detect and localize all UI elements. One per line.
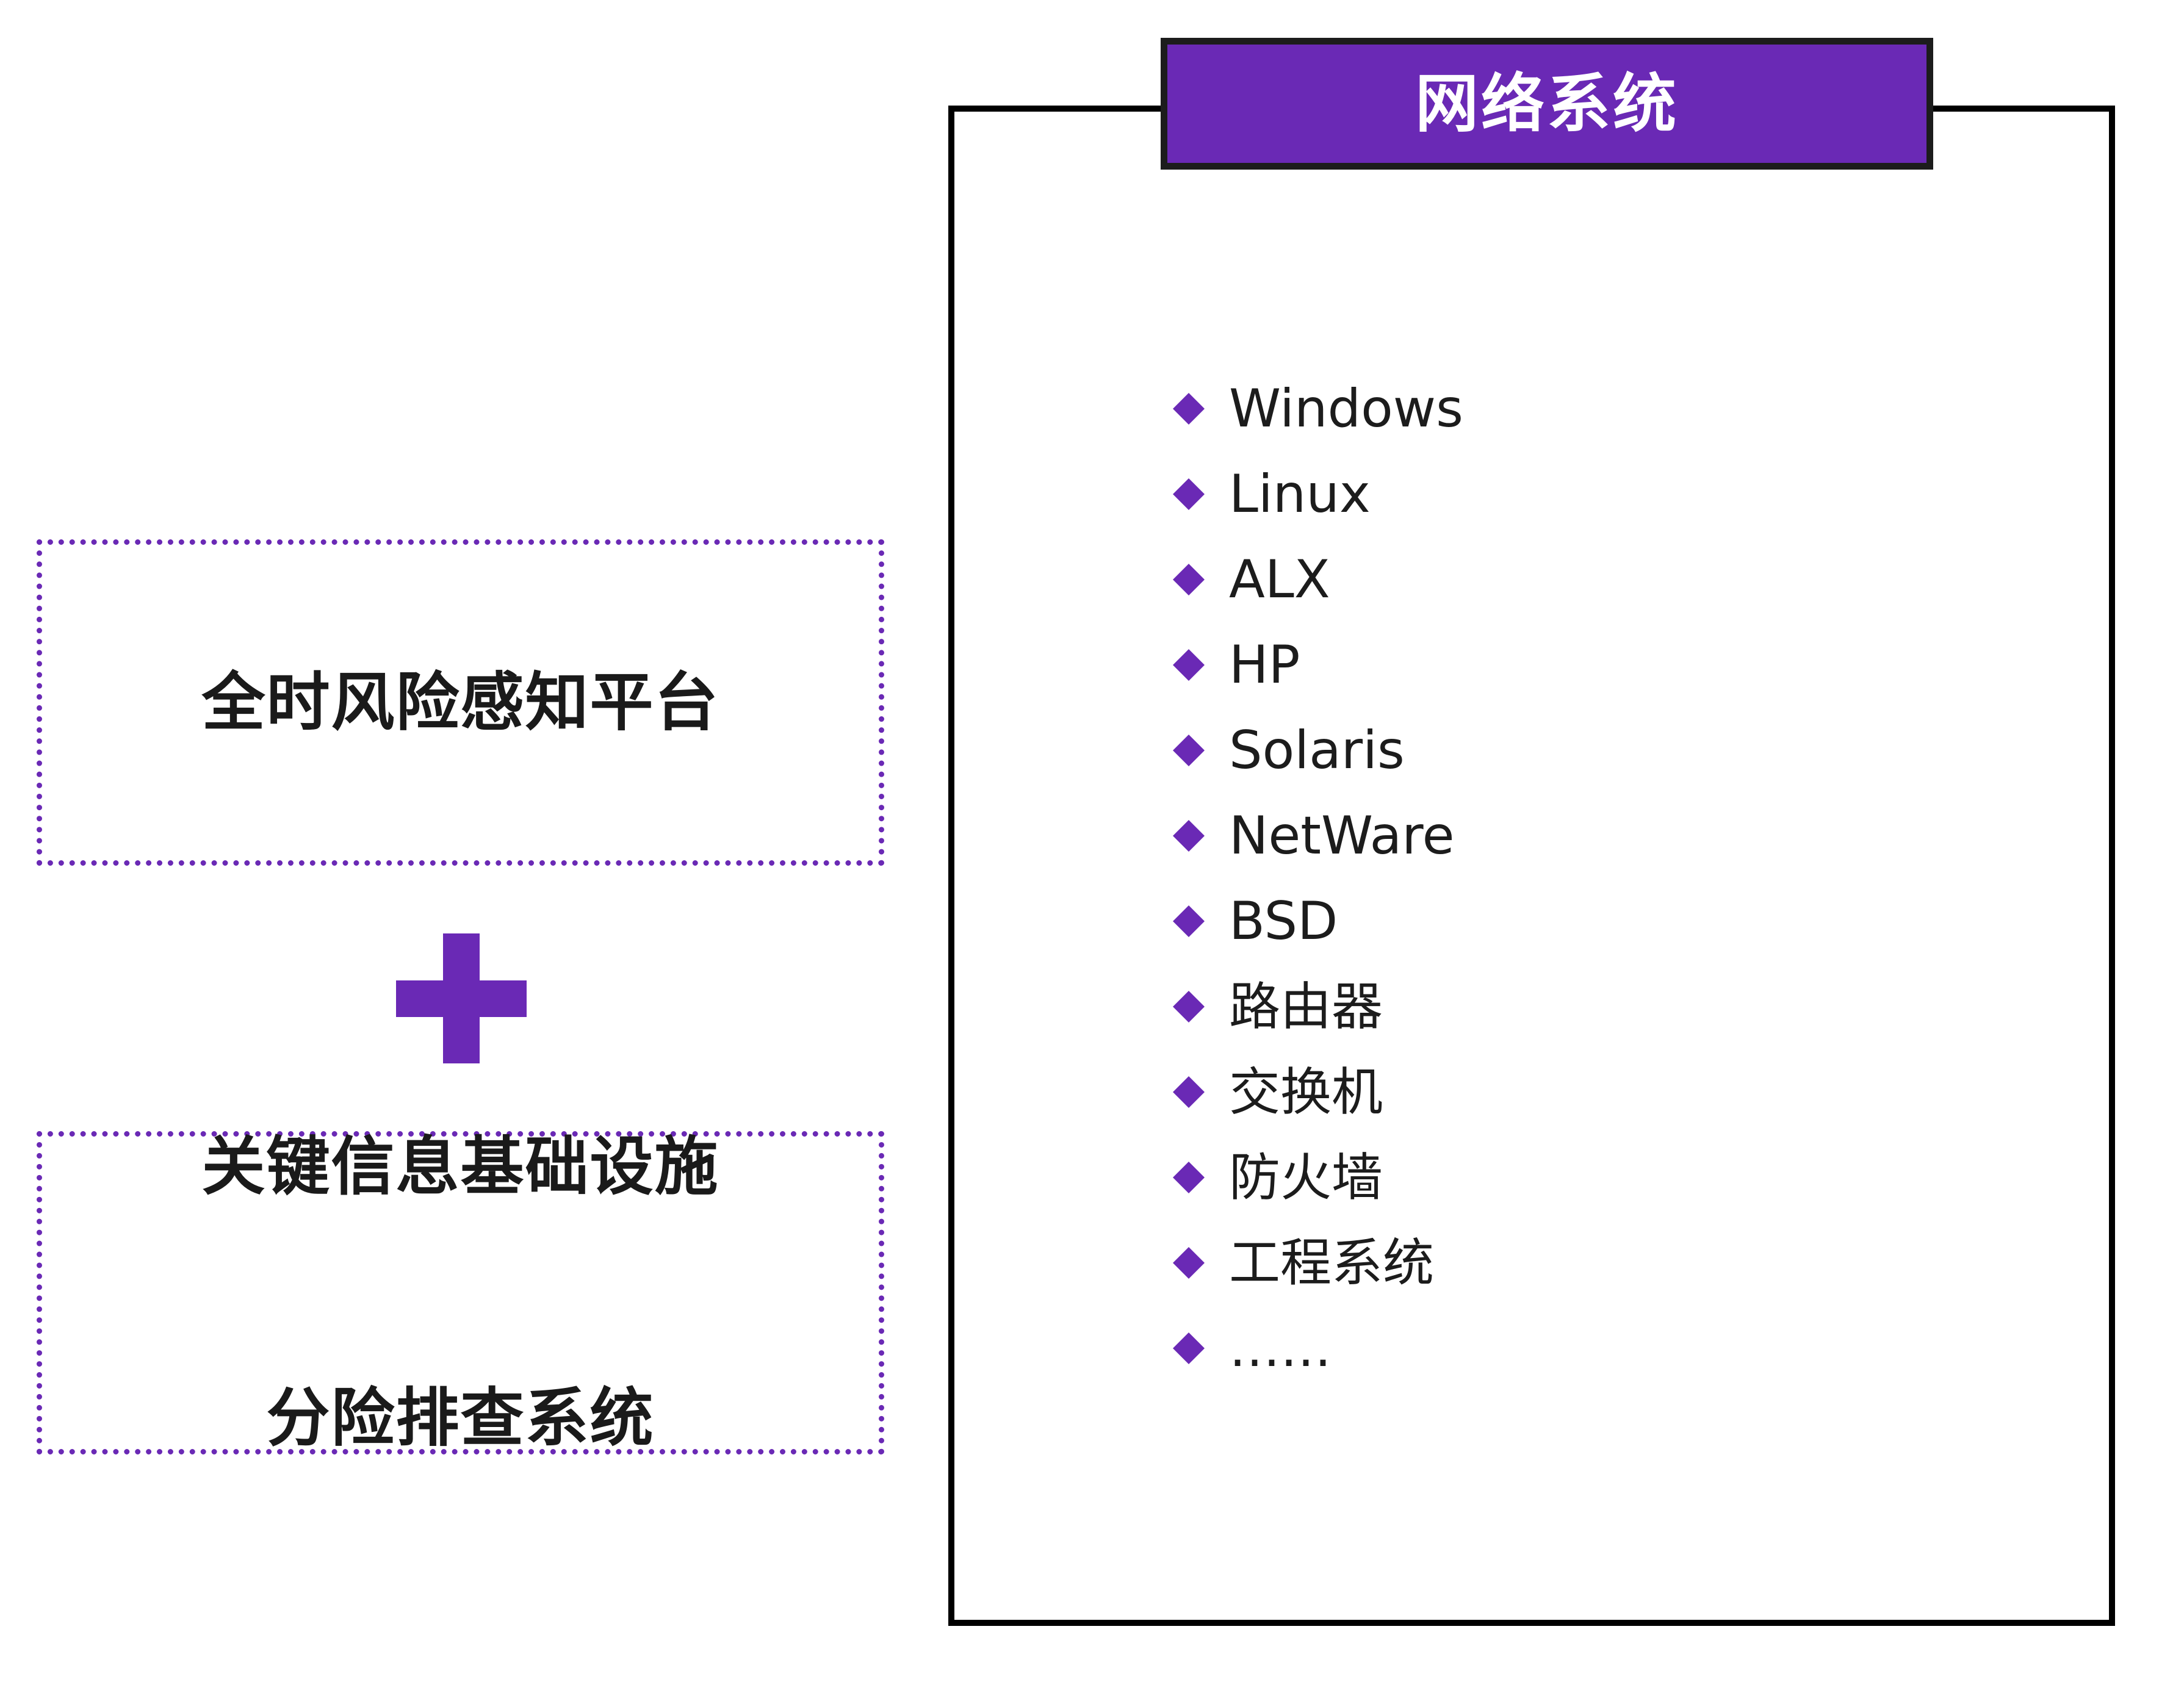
network-system-banner: 网络系统 [1161, 38, 1933, 170]
diamond-bullet-icon [1173, 1247, 1205, 1279]
infrastructure-box-label: 关键信息基础设施 分险排查系统 [201, 958, 719, 1628]
list-item: Linux [1172, 451, 2026, 537]
list-item-label: 防火墙 [1229, 1148, 1383, 1207]
diamond-bullet-icon [1173, 1332, 1205, 1364]
diamond-bullet-icon [1173, 735, 1205, 766]
network-system-title: 网络系统 [1415, 67, 1679, 141]
list-item: 防火墙 [1172, 1135, 2026, 1220]
list-item-label: 路由器 [1229, 977, 1383, 1037]
platform-box: 全时风险感知平台 [37, 539, 884, 866]
list-item-label: Linux [1229, 464, 1371, 525]
list-item: 工程系统 [1172, 1220, 2026, 1306]
list-item-label: 工程系统 [1229, 1233, 1435, 1293]
list-item-label: …… [1229, 1318, 1332, 1378]
diamond-bullet-icon [1173, 649, 1205, 681]
list-item: ALX [1172, 537, 2026, 622]
list-item: 交换机 [1172, 1049, 2026, 1135]
diamond-bullet-icon [1173, 1076, 1205, 1108]
platform-box-label: 全时风险感知平台 [201, 664, 719, 739]
list-item-label: BSD [1229, 891, 1338, 952]
list-item-label: 交换机 [1229, 1062, 1383, 1122]
list-item-label: ALX [1229, 549, 1330, 610]
diamond-bullet-icon [1173, 564, 1205, 595]
plus-icon-horizontal-bar [396, 980, 527, 1017]
list-item: BSD [1172, 879, 2026, 964]
diamond-bullet-icon [1173, 991, 1205, 1023]
plus-icon [396, 933, 527, 1063]
list-item: Solaris [1172, 708, 2026, 793]
list-item: NetWare [1172, 793, 2026, 879]
list-item: 路由器 [1172, 964, 2026, 1049]
infrastructure-box-label-line2: 分险排查系统 [266, 1381, 655, 1456]
list-item-label: NetWare [1229, 805, 1455, 866]
diamond-bullet-icon [1173, 478, 1205, 510]
list-item-label: Solaris [1229, 720, 1405, 781]
infrastructure-box-label-line1: 关键信息基础设施 [201, 1129, 719, 1204]
list-item: …… [1172, 1306, 2026, 1391]
list-item: HP [1172, 622, 2026, 708]
diamond-bullet-icon [1173, 905, 1205, 937]
list-item: Windows [1172, 366, 2026, 451]
list-item-label: HP [1229, 635, 1300, 696]
infrastructure-box: 关键信息基础设施 分险排查系统 [37, 1129, 884, 1455]
list-item-label: Windows [1229, 378, 1463, 439]
diamond-bullet-icon [1173, 393, 1205, 425]
diamond-bullet-icon [1173, 820, 1205, 852]
diamond-bullet-icon [1173, 1162, 1205, 1193]
